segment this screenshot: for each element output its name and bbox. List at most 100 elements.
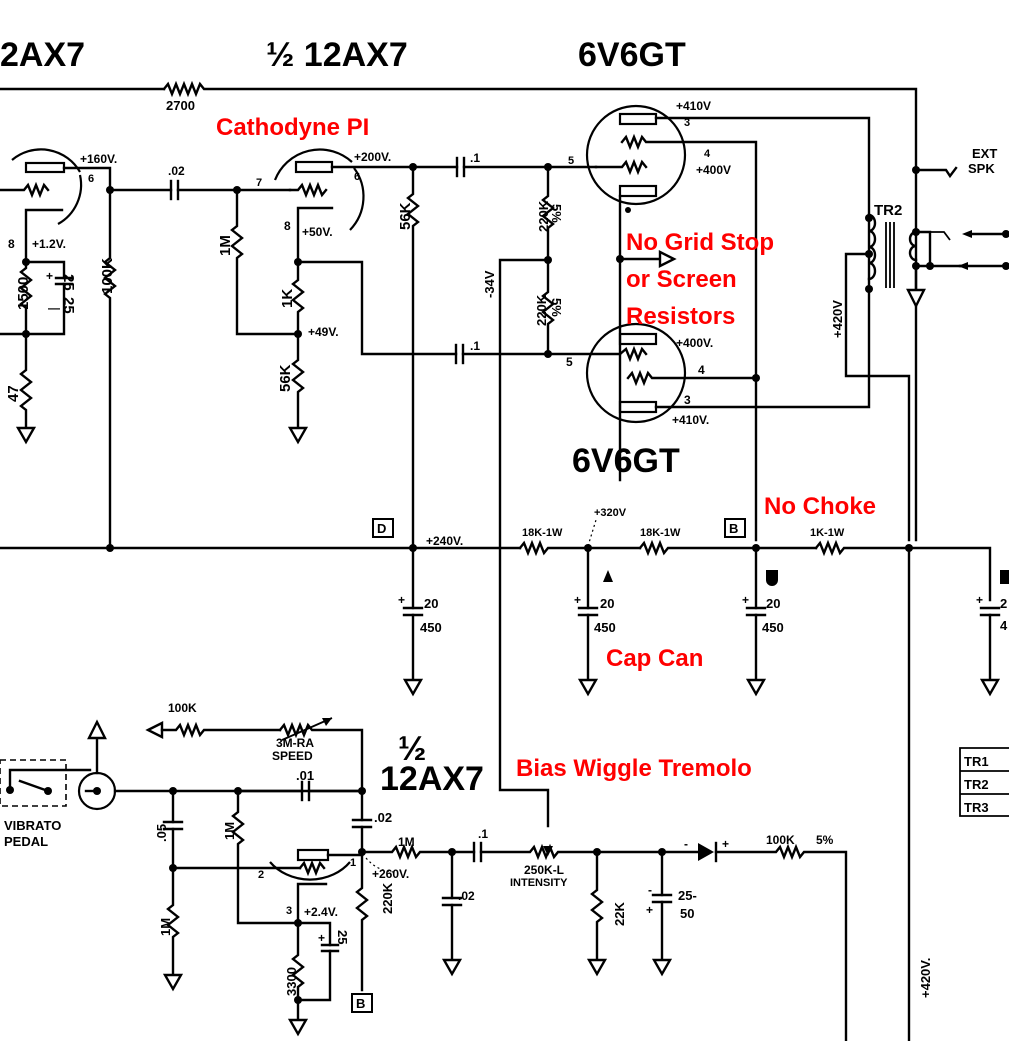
tremolo-resistor-1m: 1M: [398, 835, 415, 849]
legend-tr2: TR2: [964, 777, 989, 792]
grid-leak-top-tol: 5%: [549, 204, 564, 223]
rail-voltage-320: +320V: [594, 507, 627, 519]
title-power-tube: 6V6GT: [578, 36, 686, 74]
title-tremolo-tube: 12AX7: [380, 760, 484, 798]
pi-plate-voltage: +200V.: [354, 150, 391, 164]
tremolo-cathode-cap: 25: [335, 930, 350, 944]
annotation-grid-stop-1: No Grid Stop: [626, 229, 774, 256]
intensity-pot-value: 250K-L: [524, 863, 564, 877]
filter-cap-3-plus: +: [742, 593, 749, 607]
tremolo-cap-02-bottom: .02: [458, 889, 475, 903]
pi-cathode-voltage: +50V.: [302, 225, 333, 239]
preamp-coupling-cap: .02: [168, 164, 185, 178]
filter-cap-2: [577, 546, 613, 697]
filter-cap-3-v: 450: [762, 620, 784, 635]
tremolo-cathode-voltage: +2.4V.: [304, 905, 338, 919]
legend-tr3: TR3: [964, 800, 989, 815]
pi-tube: [273, 148, 415, 264]
speed-pot-value: 3M-RA: [276, 736, 314, 750]
tremolo-phase-network: [162, 780, 373, 992]
lower-screen-voltage: +400V.: [676, 336, 713, 350]
title-preamp-tube: 2AX7: [0, 36, 85, 74]
transformer-legend: [959, 747, 1009, 817]
filter-cap-3-uf: 20: [766, 596, 780, 611]
filter-cap-1-uf: 20: [424, 596, 438, 611]
rail-resistor-1: 18K-1W: [522, 527, 563, 539]
annotation-grid-stop-3: Resistors: [626, 303, 735, 330]
preamp-lower-resistor: 47: [5, 385, 22, 402]
tremolo-resistor-left-1: 1M: [222, 822, 237, 840]
tremolo-cap-01: .01: [296, 768, 314, 783]
diode-minus: -: [684, 837, 688, 851]
filter-cap-2-v: 450: [594, 620, 616, 635]
node-b-label: B: [729, 521, 738, 536]
annotation-bias-tremolo: Bias Wiggle Tremolo: [516, 755, 752, 782]
filter-cap-2-uf: 20: [600, 596, 614, 611]
preamp-cathode-network: [0, 258, 74, 445]
title-tremolo-half: ½: [398, 730, 426, 768]
ext-spk-label-2: SPK: [968, 161, 995, 176]
tremolo-cap-plus: +: [646, 903, 653, 917]
tremolo-plate-voltage: +260V.: [372, 867, 409, 881]
preamp-bypass-plus: +: [46, 269, 53, 283]
tremolo-tube: [269, 848, 369, 1037]
bias-voltage: -34V: [482, 270, 497, 298]
ct-voltage: +420V: [830, 300, 845, 338]
tremolo-output-network: [360, 841, 848, 1041]
preamp-tube: [0, 148, 112, 264]
pi-grid-pin: 7: [256, 177, 262, 189]
tremolo-grid-pin: 2: [258, 869, 264, 881]
title-pi-tube: ½ 12AX7: [266, 36, 408, 74]
tremolo-plate-resistor: 220K: [380, 882, 395, 914]
tremolo-node-b-label: B: [356, 996, 365, 1011]
cathode-ground: [616, 250, 677, 268]
filter-cap-1-v: 450: [420, 620, 442, 635]
diode-plus: +: [722, 837, 729, 851]
preamp-bypass-minus: —: [48, 301, 60, 315]
lower-screen-pin: 4: [698, 363, 705, 377]
filter-cap-2-plus: +: [574, 593, 581, 607]
upper-plate-pin: 3: [684, 117, 690, 129]
output-transformer: [844, 166, 1009, 542]
pi-grid-network: [230, 188, 300, 336]
rail-resistor-3: 1K-1W: [810, 527, 845, 539]
upper-screen-pin: 4: [704, 148, 711, 160]
title-power-tube-lower: 6V6GT: [572, 442, 680, 480]
tremolo-cap-02-top: .02: [374, 810, 392, 825]
filter-cap-3: [745, 546, 778, 697]
preamp-bypass-cap-b: 25: [60, 297, 77, 314]
upper-plate-voltage: +410V: [676, 99, 711, 113]
lower-plate-pin: 3: [684, 393, 691, 407]
vibrato-pedal-label-1: VIBRATO: [4, 818, 61, 833]
preamp-cathode-resistor: 1500: [15, 277, 32, 310]
tremolo-cap-minus: -: [648, 883, 652, 897]
annotation-grid-stop-2: or Screen: [626, 266, 737, 293]
feedback-wire: [0, 80, 918, 542]
tremolo-resistor-100k: 100K: [766, 833, 795, 847]
pi-grid-resistor: 1M: [217, 235, 234, 256]
upper-grid-pin: 5: [568, 155, 574, 167]
filter-cap-1: [402, 546, 424, 697]
grid-leak-top: 220K: [536, 200, 551, 232]
legend-tr1: TR1: [964, 754, 989, 769]
supply-rail: [0, 539, 992, 1041]
pi-coupling-cap-bottom: .1: [470, 339, 480, 353]
tremolo-cap-left: .05: [154, 824, 169, 842]
pi-tail-resistor: 56K: [277, 364, 294, 392]
tremolo-resistor-100k-tol: 5%: [816, 833, 834, 847]
preamp-plate-resistor: 100K: [99, 258, 116, 294]
tremolo-cathode-pin: 3: [286, 905, 292, 917]
node-d-box: [372, 518, 394, 538]
filter-cap-4-v: 4: [1000, 618, 1008, 633]
pi-tap-voltage: +49V.: [308, 325, 339, 339]
lower-grid-pin: 5: [566, 355, 573, 369]
tremolo-speed-network: [145, 717, 364, 792]
tremolo-node-b-box: [351, 993, 373, 1013]
pi-cathode-resistor: 1K: [279, 289, 296, 308]
preamp-bypass-cap-a: 25: [60, 274, 77, 291]
tremolo-cathode-cap-plus: +: [318, 931, 325, 945]
rail-resistor-2: 18K-1W: [640, 527, 681, 539]
annotation-cathodyne: Cathodyne PI: [216, 114, 369, 141]
tremolo-cap-25-50-b: 50: [680, 906, 694, 921]
